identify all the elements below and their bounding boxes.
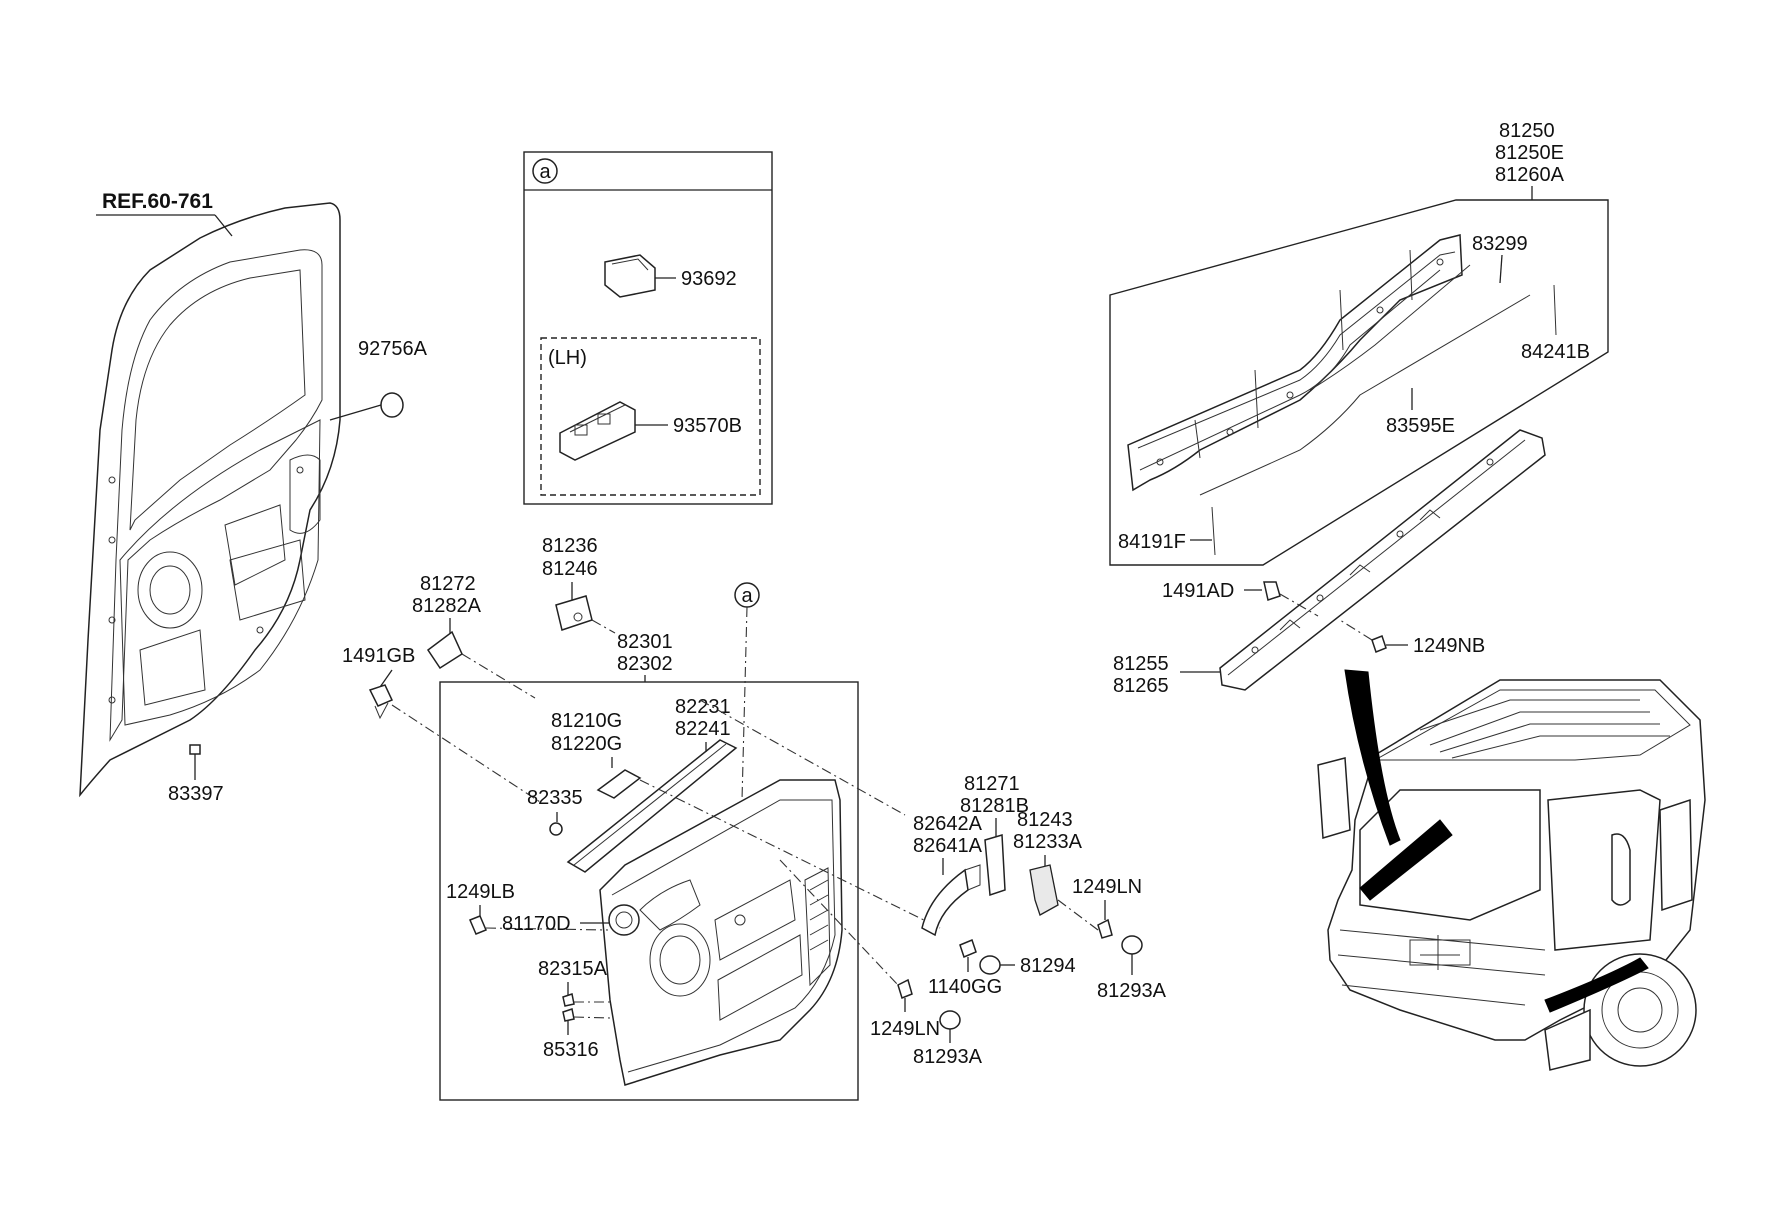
side-trim-panel-illustration — [1127, 234, 1463, 492]
svg-text:81265: 81265 — [1113, 675, 1169, 697]
svg-text:93570B: 93570B — [673, 415, 742, 437]
part-label-81210G-81220G[interactable]: 81210G 81220G — [551, 710, 642, 799]
part-label-84241B[interactable]: 84241B — [1521, 284, 1590, 363]
svg-text:83397: 83397 — [168, 783, 224, 805]
part-label-81243-81233A[interactable]: 81243 81233A — [1013, 809, 1083, 916]
part-label-82335[interactable]: 82335 — [527, 787, 583, 836]
part-label-81271-81281B[interactable]: 81271 81281B — [960, 773, 1029, 897]
svg-text:82642A: 82642A — [913, 813, 983, 835]
svg-text:1491GB: 1491GB — [342, 645, 415, 667]
part-label-82301-82302[interactable]: 82301 82302 — [617, 631, 673, 682]
svg-text:REF.60-761: REF.60-761 — [102, 190, 213, 213]
svg-text:1249LB: 1249LB — [446, 881, 515, 903]
svg-text:83595E: 83595E — [1386, 415, 1455, 437]
svg-text:a: a — [741, 585, 753, 607]
door-shell-illustration — [79, 202, 341, 798]
svg-text:82335: 82335 — [527, 787, 583, 809]
part-label-81250-81250E-81260A[interactable]: 81250 81250E 81260A — [1495, 120, 1565, 200]
svg-text:83299: 83299 — [1472, 233, 1528, 255]
part-label-84191F[interactable]: 84191F — [1118, 506, 1216, 556]
window-weatherstrip-illustration — [566, 739, 738, 873]
leader-81210G — [639, 779, 941, 929]
svg-text:(LH): (LH) — [548, 347, 587, 369]
truck-cab-illustration — [1317, 669, 1706, 1071]
svg-text:84191F: 84191F — [1118, 531, 1186, 553]
svg-text:1140GG: 1140GG — [928, 976, 1002, 998]
svg-text:93692: 93692 — [681, 268, 737, 290]
svg-text:1249LN: 1249LN — [1072, 876, 1142, 898]
svg-text:82241: 82241 — [675, 718, 731, 740]
svg-text:84241B: 84241B — [1521, 341, 1590, 363]
part-label-1140GG-81294[interactable]: 1140GG 81294 — [928, 938, 1076, 998]
lower-rail-illustration — [1219, 429, 1546, 691]
part-label-81272-81282A[interactable]: 81272 81282A — [412, 573, 536, 699]
svg-text:81250E: 81250E — [1495, 142, 1564, 164]
part-label-1249NB[interactable]: 1249NB — [1339, 619, 1485, 657]
part-label-92756A[interactable]: 92756A — [329, 338, 428, 421]
svg-text:1491AD: 1491AD — [1162, 580, 1234, 602]
svg-text:a: a — [539, 161, 551, 183]
svg-text:81236: 81236 — [542, 535, 598, 557]
svg-text:81255: 81255 — [1113, 653, 1169, 675]
svg-text:1249NB: 1249NB — [1413, 635, 1485, 657]
svg-text:81282A: 81282A — [412, 595, 482, 617]
part-93570B-power-window-switch[interactable]: 93570B — [559, 401, 742, 461]
part-label-81293A-lower[interactable]: 81293A — [913, 1010, 983, 1068]
svg-text:82302: 82302 — [617, 653, 673, 675]
part-label-82315A[interactable]: 82315A — [538, 958, 610, 1007]
inset-box-a: a (LH) — [523, 151, 773, 505]
svg-text:92756A: 92756A — [358, 338, 428, 360]
svg-text:81281B: 81281B — [960, 795, 1029, 817]
svg-text:81293A: 81293A — [1097, 980, 1167, 1002]
svg-text:81293A: 81293A — [913, 1046, 983, 1068]
trim-panel-box — [439, 681, 859, 1101]
svg-text:81233A: 81233A — [1013, 831, 1083, 853]
part-label-81255-81265[interactable]: 81255 81265 — [1113, 653, 1220, 697]
svg-text:81271: 81271 — [964, 773, 1020, 795]
part-label-82231-82241[interactable]: 82231 82241 — [675, 696, 731, 752]
svg-text:82231: 82231 — [675, 696, 731, 718]
part-label-1491AD[interactable]: 1491AD — [1162, 580, 1319, 617]
svg-text:82301: 82301 — [617, 631, 673, 653]
svg-text:82641A: 82641A — [913, 835, 983, 857]
part-label-1249LN-right[interactable]: 1249LN — [1057, 876, 1142, 939]
svg-text:81272: 81272 — [420, 573, 476, 595]
svg-text:1249LN: 1249LN — [870, 1018, 940, 1040]
part-label-83299[interactable]: 83299 — [1309, 233, 1528, 391]
callout-marker-a[interactable]: a — [734, 582, 760, 801]
svg-text:81260A: 81260A — [1495, 164, 1565, 186]
svg-text:81220G: 81220G — [551, 733, 622, 755]
part-label-85316[interactable]: 85316 — [543, 1008, 611, 1061]
part-93692-window-switch[interactable]: 93692 — [604, 254, 737, 298]
svg-text:81210G: 81210G — [551, 710, 622, 732]
side-panel-assembly-box — [1109, 199, 1609, 566]
part-label-81293A-right[interactable]: 81293A — [1097, 935, 1167, 1002]
part-label-81236-81246[interactable]: 81236 81246 — [542, 535, 616, 634]
svg-text:81246: 81246 — [542, 558, 598, 580]
leader-82301 — [699, 699, 906, 816]
part-label-1249LN-lower[interactable]: 1249LN — [870, 978, 940, 1040]
grab-handle-illustration — [921, 864, 981, 937]
reference-label-ref-60-761[interactable]: REF.60-761 — [96, 190, 233, 237]
part-label-81170D[interactable]: 81170D — [502, 913, 610, 935]
svg-text:81243: 81243 — [1017, 809, 1073, 831]
svg-text:81294: 81294 — [1020, 955, 1076, 977]
leader-1249LN-a — [779, 859, 899, 986]
door-trim-panel-illustration — [599, 779, 843, 1086]
part-label-83595E[interactable]: 83595E — [1199, 294, 1531, 496]
svg-text:85316: 85316 — [543, 1039, 599, 1061]
part-label-82642A-82641A[interactable]: 82642A 82641A — [913, 813, 983, 875]
svg-text:82315A: 82315A — [538, 958, 608, 980]
part-label-1249LB[interactable]: 1249LB — [446, 881, 609, 935]
svg-text:81250: 81250 — [1499, 120, 1555, 142]
part-label-83397[interactable]: 83397 — [168, 744, 224, 805]
svg-text:81170D: 81170D — [502, 913, 571, 935]
part-label-1491GB[interactable]: 1491GB — [342, 645, 541, 803]
